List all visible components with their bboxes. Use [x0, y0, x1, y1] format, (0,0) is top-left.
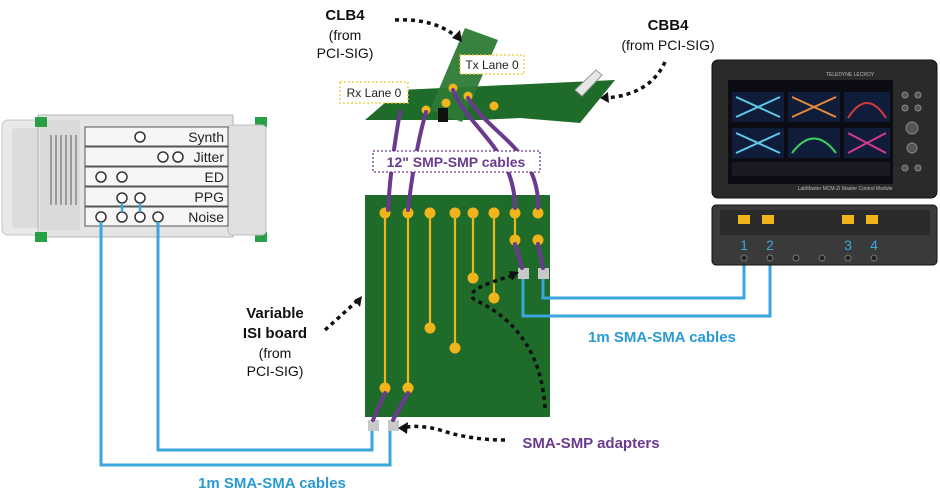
module-label-noise: Noise [188, 209, 224, 225]
chassis-foot [35, 232, 47, 242]
bert-instrument: Synth Jitter ED PPG Noise [1, 114, 267, 242]
clb4-sub-2: PCI-SIG) [317, 45, 374, 61]
channel-2: 2 [766, 237, 774, 253]
chassis-foot [255, 117, 267, 127]
chassis-foot [255, 232, 267, 242]
channel-1: 1 [740, 237, 748, 253]
sma-cables [99, 222, 772, 467]
cbb4-sub: (from PCI-SIG) [621, 37, 714, 53]
adapters-label: SMA-SMP adapters [522, 435, 659, 452]
oscilloscope: TELEDYNE LECROY LabMaster MCM-Zi Master … [711, 59, 938, 266]
scope-caption: LabMaster MCM-Zi Master Control Module [798, 186, 893, 192]
isi-sub-1: (from [259, 345, 292, 361]
clb4-title: CLB4 [325, 7, 365, 24]
clb4-board [365, 28, 615, 123]
cbb4-title: CBB4 [648, 17, 689, 34]
smp-cables-box [372, 150, 541, 173]
adapter [388, 420, 399, 431]
adapter [538, 268, 549, 279]
module-label-jitter: Jitter [194, 149, 225, 165]
isi-title-2: ISI board [243, 325, 307, 342]
clb4-sub-1: (from [329, 27, 362, 43]
module-label-synth: Synth [188, 129, 224, 145]
adapter [518, 268, 529, 279]
instrument-connectors [95, 131, 184, 223]
module-label-ppg: PPG [194, 189, 224, 205]
module-label-ed: ED [205, 169, 224, 185]
smp-cables [371, 88, 545, 422]
chassis-foot [35, 117, 47, 127]
eye-diagram-panels [732, 92, 890, 176]
rx-lane-highlight [339, 81, 409, 104]
tx-lane-highlight [459, 54, 525, 75]
isi-sub-2: PCI-SIG) [247, 363, 304, 379]
sma-cables-right-label: 1m SMA-SMA cables [588, 329, 736, 346]
annotation-arrows [323, 18, 667, 442]
tx-lane-label: Tx Lane 0 [465, 58, 519, 72]
vent-grid [50, 135, 77, 205]
isi-board [365, 195, 550, 431]
channel-3: 3 [844, 237, 852, 253]
sma-cables-bottom-label: 1m SMA-SMA cables [198, 475, 346, 492]
arrow-heads [354, 30, 609, 434]
scope-brand: TELEDYNE LECROY [826, 72, 875, 78]
rx-lane-label: Rx Lane 0 [347, 86, 402, 100]
adapter [368, 420, 379, 431]
smp-cables-label: 12" SMP-SMP cables [387, 154, 526, 170]
isi-title-1: Variable [246, 305, 304, 322]
channel-4: 4 [870, 237, 878, 253]
